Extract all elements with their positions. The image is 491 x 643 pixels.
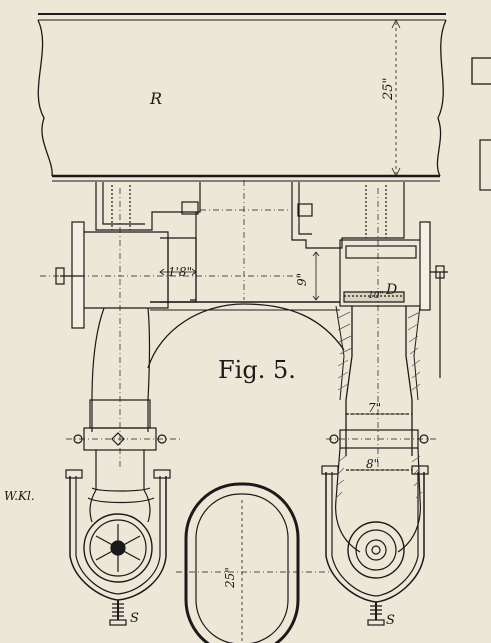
dim-right-gap: 9" xyxy=(295,273,309,286)
dim-oval-port: 25" xyxy=(223,567,237,589)
engraver-signature: W.Kl. xyxy=(4,489,35,503)
figure-title: Fig. 5. xyxy=(218,356,296,384)
frame-R xyxy=(37,13,447,182)
oval-port xyxy=(184,482,300,643)
part-label-D: D xyxy=(385,282,397,298)
wall-hatching xyxy=(335,311,423,499)
screw-label-left: S xyxy=(130,611,139,626)
dimension-arrows xyxy=(159,251,408,471)
part-label-R: R xyxy=(149,89,162,108)
dim-disc-bore: 10" xyxy=(368,291,384,301)
dim-frame-height: 25" xyxy=(381,77,396,101)
edge-fragments xyxy=(471,57,491,191)
dim-left-pipe-bore: 1'8" xyxy=(168,265,192,279)
right-valve xyxy=(321,221,448,626)
screw-label-right: S xyxy=(386,613,395,628)
centerlines xyxy=(40,180,436,573)
dim-neck-upper: 7" xyxy=(368,401,381,415)
right-support-bracket xyxy=(291,182,405,249)
dim-neck-lower: 8" xyxy=(366,457,379,471)
